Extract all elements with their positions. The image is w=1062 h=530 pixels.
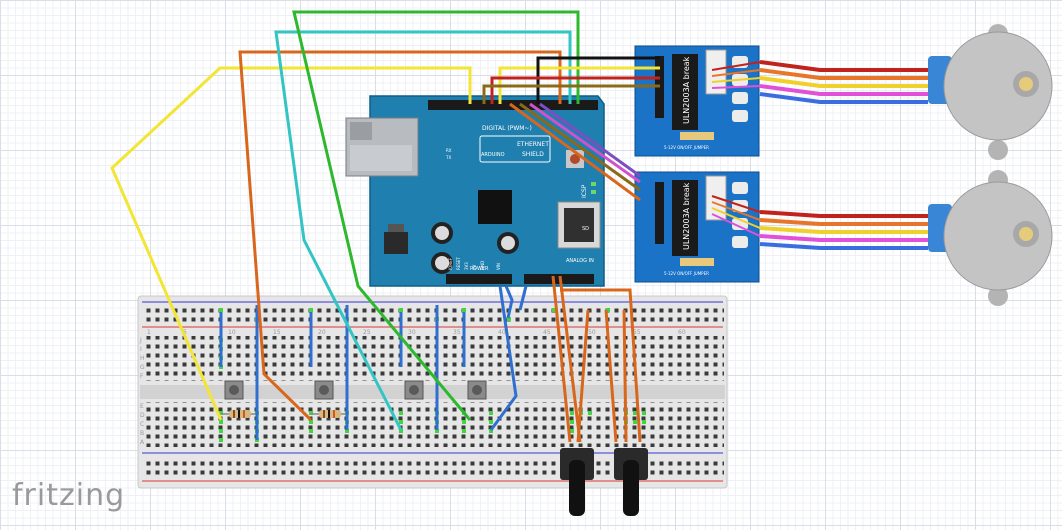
magenta-wire bbox=[529, 102, 641, 184]
yellow-wire bbox=[498, 66, 660, 104]
row-letter: H bbox=[140, 355, 145, 362]
rx-label: RX bbox=[446, 148, 452, 153]
motor-connector bbox=[705, 49, 727, 95]
motor-shaft bbox=[1019, 227, 1033, 241]
motor-cables-top bbox=[759, 60, 928, 104]
uln2003-driver-bottom: ULN2003A break 5-12V ON/OFF JUMPER bbox=[634, 171, 760, 283]
orange-wire bbox=[558, 275, 582, 443]
black-wire bbox=[536, 56, 660, 104]
column-number: 30 bbox=[408, 329, 416, 336]
stepper-motor-top bbox=[928, 24, 1053, 160]
row-letter: C bbox=[140, 421, 144, 428]
resistor-array bbox=[680, 132, 714, 140]
row-letter: J bbox=[139, 337, 142, 344]
red-wire bbox=[490, 76, 660, 104]
potentiometer-knob bbox=[569, 460, 585, 516]
gnd-label: GND bbox=[480, 261, 485, 270]
row-letter: E bbox=[140, 403, 144, 410]
row-letter: G bbox=[140, 364, 145, 371]
3v3-label: 3V3 bbox=[464, 262, 469, 270]
jumper-label: 5-12V ON/OFF JUMPER bbox=[664, 271, 709, 276]
input-header bbox=[655, 182, 664, 244]
arduino-ethernet-shield: DIGITAL (PWM~) ETHERNET SHIELD ARDUINO I… bbox=[345, 95, 605, 287]
orange-wire bbox=[576, 309, 590, 443]
column-number: 45 bbox=[543, 329, 551, 336]
column-number: 10 bbox=[228, 329, 236, 336]
column-number: 15 bbox=[273, 329, 281, 336]
column-number: 5 bbox=[183, 329, 187, 336]
row-letter: F bbox=[140, 373, 144, 380]
top-power-rail bbox=[146, 306, 724, 324]
row-letter: D bbox=[140, 412, 145, 419]
brown-wire bbox=[482, 84, 660, 104]
icsp-label: ICSP bbox=[581, 184, 588, 198]
column-number: 20 bbox=[318, 329, 326, 336]
arduino-brand-label: ARDUINO bbox=[481, 152, 505, 158]
column-number: 60 bbox=[678, 329, 686, 336]
motor-body bbox=[943, 181, 1053, 291]
column-number: 35 bbox=[453, 329, 461, 336]
indicator-led bbox=[732, 236, 748, 248]
digital-label: DIGITAL (PWM~) bbox=[482, 125, 532, 132]
push-buttons bbox=[224, 380, 487, 400]
vin-label: VIN bbox=[496, 263, 501, 270]
power-header bbox=[446, 274, 512, 284]
fritzing-logo: fritzing bbox=[12, 478, 126, 513]
shield-label: SHIELD bbox=[522, 151, 544, 158]
orange-wire bbox=[551, 275, 572, 443]
resistor-array bbox=[680, 258, 714, 266]
resistors bbox=[221, 410, 348, 418]
yellow-wire bbox=[110, 66, 472, 421]
potentiometer-knob bbox=[623, 460, 639, 516]
green-wire bbox=[292, 10, 580, 421]
orange-wire bbox=[560, 288, 642, 443]
w5100-chip bbox=[478, 190, 512, 224]
cyan-wire bbox=[274, 30, 572, 431]
orange-wire bbox=[604, 309, 618, 443]
analog-in-label: ANALOG IN bbox=[566, 258, 594, 264]
terminal-strip-top bbox=[146, 336, 724, 381]
jumper-label: 5-12V ON/OFF JUMPER bbox=[664, 145, 709, 150]
purple-wire bbox=[539, 102, 641, 178]
motor-body bbox=[943, 31, 1053, 141]
column-number: 50 bbox=[588, 329, 596, 336]
status-led bbox=[591, 190, 596, 194]
column-number: 1 bbox=[147, 329, 151, 336]
signal-wires bbox=[110, 10, 660, 443]
status-led bbox=[591, 182, 596, 186]
5v-label: 5V bbox=[472, 264, 477, 270]
voltage-regulator bbox=[384, 232, 408, 254]
driver-chip-label: ULN2003A break bbox=[682, 56, 691, 124]
potentiometers bbox=[560, 448, 648, 516]
brown-wire bbox=[519, 102, 641, 192]
column-number: 25 bbox=[363, 329, 371, 336]
row-letter: B bbox=[140, 430, 144, 437]
ioref-label: IOREF bbox=[448, 257, 453, 270]
motor-cables-bottom bbox=[759, 210, 928, 250]
indicator-led bbox=[732, 110, 748, 122]
tx-label: TX bbox=[445, 155, 451, 160]
row-letter: A bbox=[140, 439, 145, 446]
stepper-motor-bottom bbox=[928, 170, 1053, 306]
motor-lead-wires bbox=[711, 61, 761, 237]
indicator-led bbox=[732, 182, 748, 194]
orange-wire bbox=[509, 102, 641, 202]
uln2003-driver-top: ULN2003A break 5-12V ON/OFF JUMPER bbox=[634, 45, 760, 157]
column-number: 40 bbox=[498, 329, 506, 336]
orange-wire bbox=[622, 309, 628, 443]
reset-label: RESET bbox=[456, 257, 461, 270]
terminal-strip-bottom bbox=[146, 402, 724, 447]
row-letter: I bbox=[140, 346, 142, 353]
indicator-led bbox=[732, 92, 748, 104]
uln2003-chip bbox=[672, 54, 698, 130]
driver-chip-label: ULN2003A break bbox=[682, 182, 691, 250]
ethernet-label: ETHERNET bbox=[517, 141, 549, 148]
power-label: POWER bbox=[470, 266, 489, 272]
sd-label: SD bbox=[582, 226, 589, 232]
ethernet-shield-logo bbox=[479, 135, 551, 163]
uln2003-chip bbox=[672, 180, 698, 256]
column-number: 55 bbox=[633, 329, 641, 336]
motor-shaft bbox=[1019, 77, 1033, 91]
